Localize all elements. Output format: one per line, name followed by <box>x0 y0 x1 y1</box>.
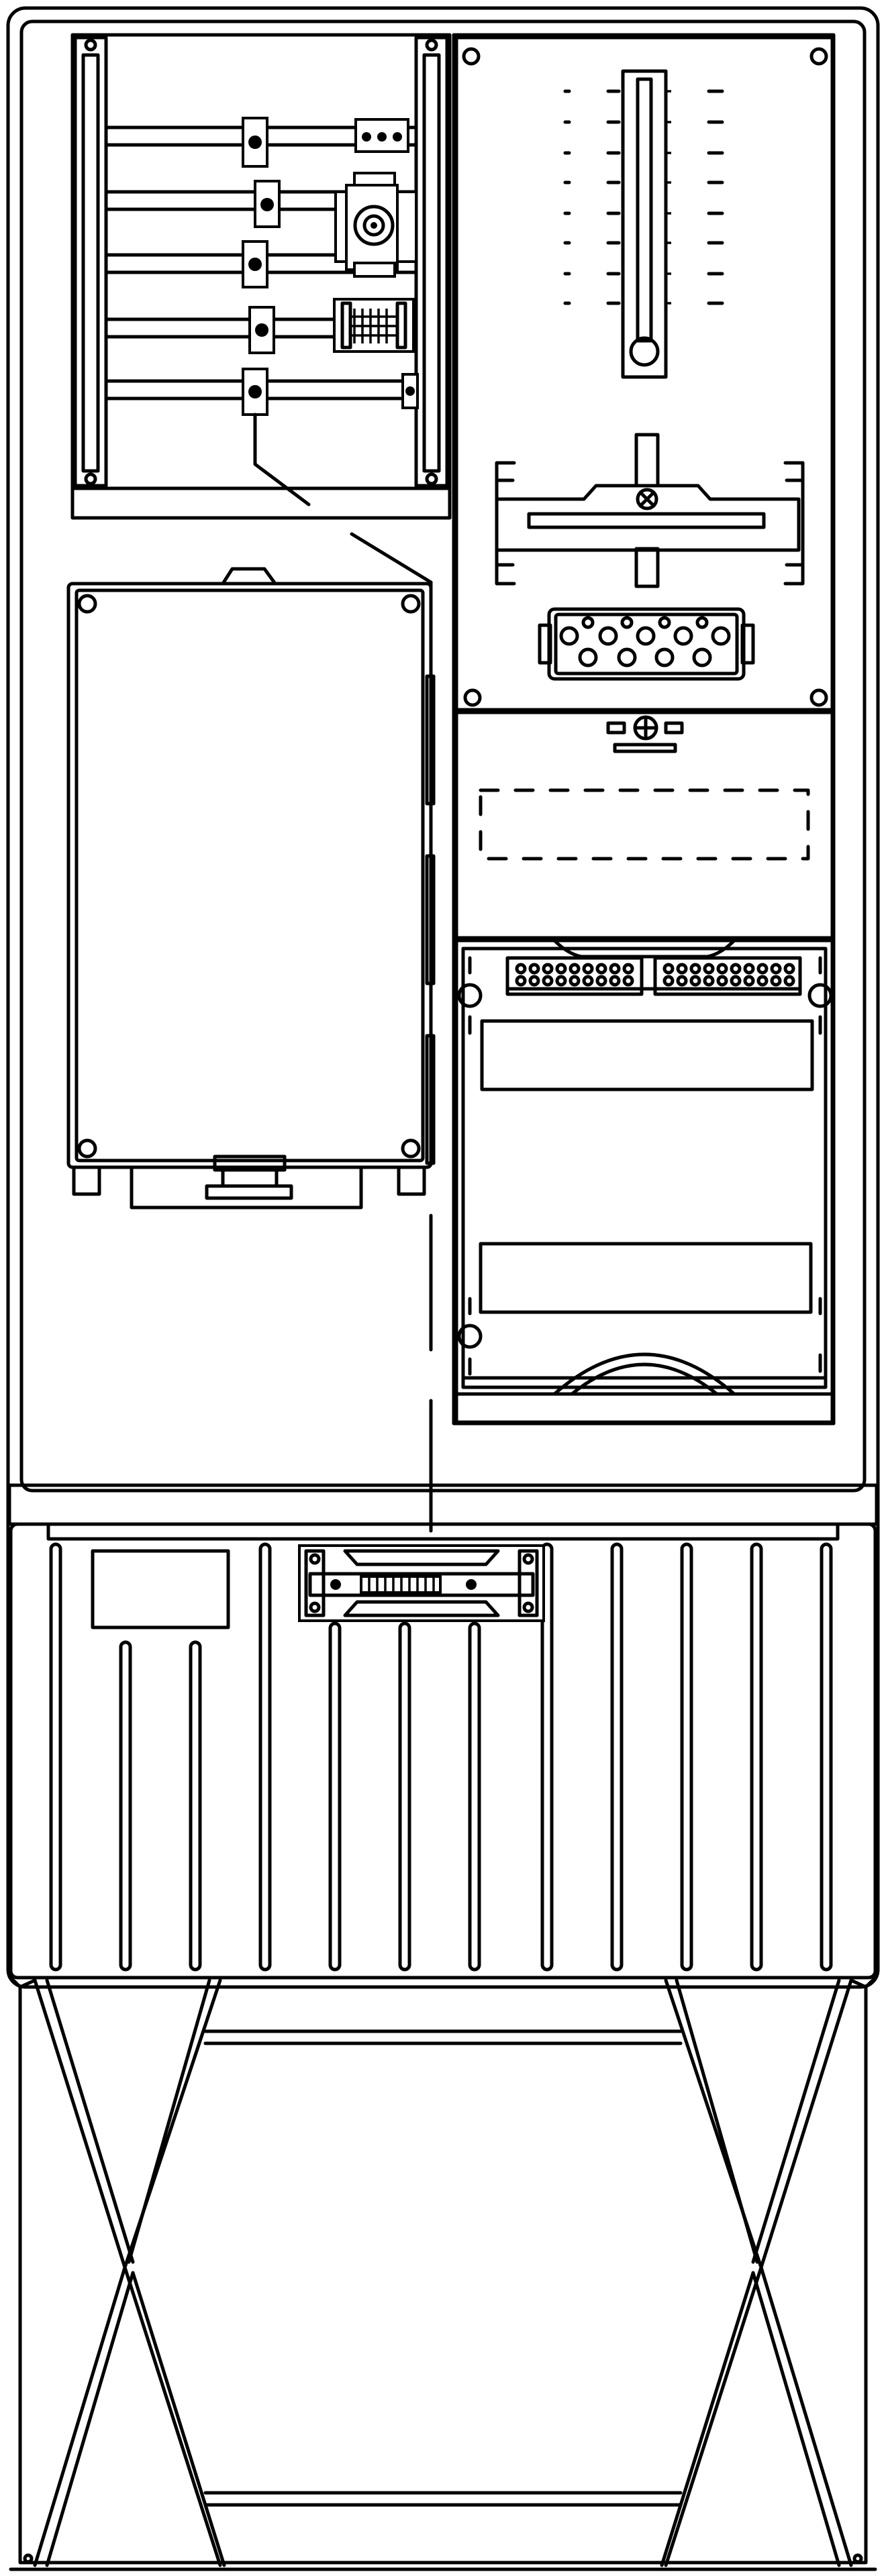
vent-ribs <box>49 1542 833 1972</box>
label-plate <box>91 1549 230 1629</box>
main-terminal-block <box>298 1544 545 1622</box>
mounting-plate <box>452 33 836 1426</box>
bus-clamps <box>242 117 281 416</box>
terminal-strip <box>333 298 415 353</box>
breaker-window-top <box>480 1019 814 1091</box>
meter-support <box>495 433 805 588</box>
distribution-panel <box>454 938 834 1424</box>
plinth <box>9 1976 877 2571</box>
cover-panel <box>454 710 834 940</box>
cabinet-housing <box>6 6 880 1989</box>
meter-box <box>66 567 436 1210</box>
feed-cable <box>350 532 433 584</box>
terminal-block <box>354 118 409 153</box>
vertical-rail <box>621 69 671 379</box>
breaker-window-bottom <box>479 1242 813 1314</box>
fuse-holder <box>334 172 417 278</box>
scale-marks <box>563 89 724 305</box>
top-terminal-rows <box>505 956 802 996</box>
terminal-compartment <box>70 33 452 520</box>
connection-chamber <box>7 1483 879 1980</box>
round-connector <box>538 607 755 681</box>
